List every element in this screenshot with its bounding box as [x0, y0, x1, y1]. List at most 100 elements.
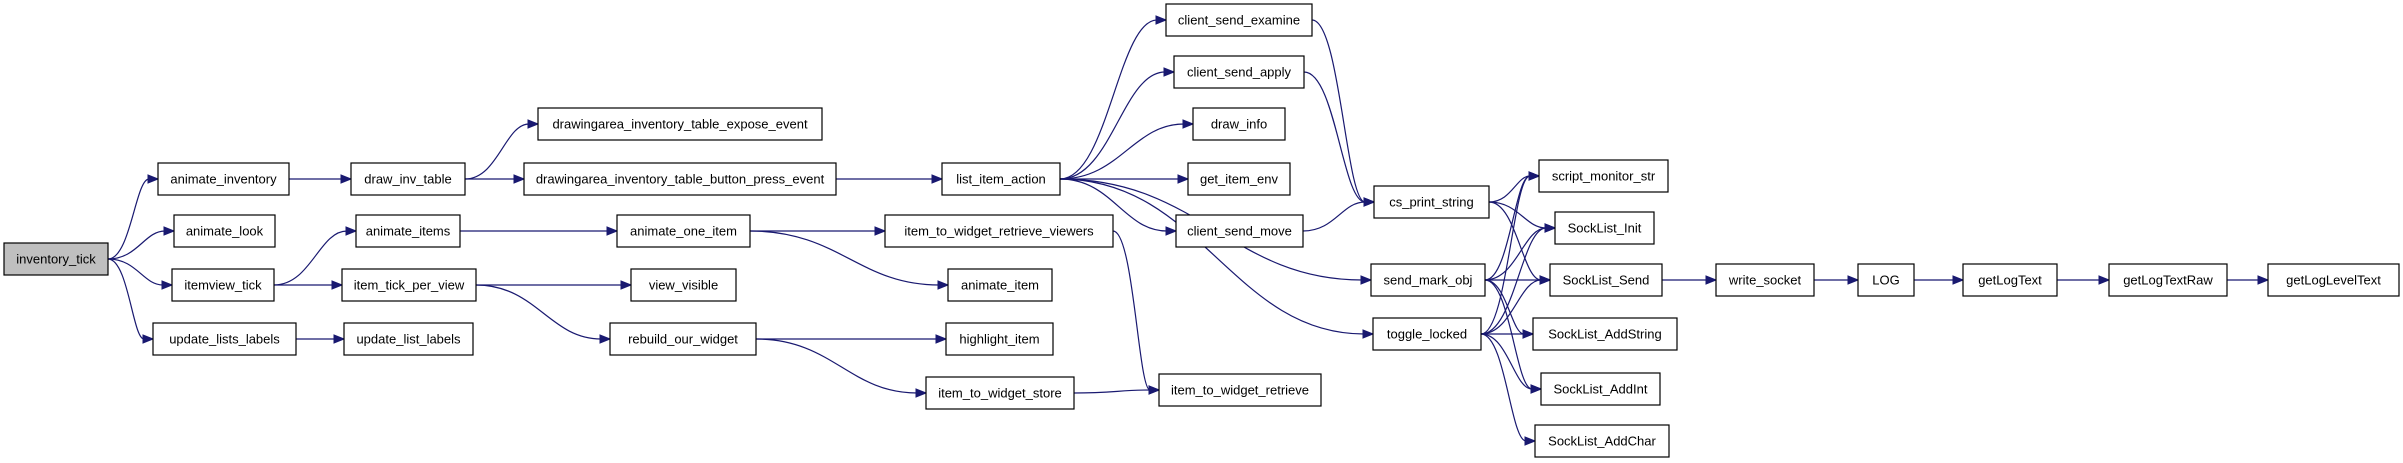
node-item-tick-per-view[interactable]: item_tick_per_view [341, 268, 477, 302]
node-view-visible[interactable]: view_visible [630, 268, 737, 302]
edge-inventory-tick-to-update-lists-labels [107, 258, 155, 344]
node-label: update_lists_labels [169, 332, 280, 347]
node-box [3, 242, 109, 276]
node-box [1715, 263, 1815, 297]
node-label: draw_inv_table [364, 172, 451, 187]
node-box [616, 214, 751, 248]
node-inventory-tick[interactable]: inventory_tick [3, 242, 109, 276]
node-label: highlight_item [959, 332, 1039, 347]
node-box [152, 322, 297, 356]
node-label: script_monitor_str [1552, 169, 1656, 184]
node-getlogleveltext[interactable]: getLogLevelText [2267, 263, 2400, 297]
node-expose-event[interactable]: drawingarea_inventory_table_expose_event [537, 107, 823, 141]
edge-button-press-event-to-list-item-action [836, 174, 944, 184]
node-list-item-action[interactable]: list_item_action [941, 162, 1061, 196]
node-label: itemview_tick [184, 278, 262, 293]
node-send-mark-obj[interactable]: send_mark_obj [1370, 263, 1486, 297]
node-animate-item[interactable]: animate_item [947, 268, 1053, 302]
node-write-socket[interactable]: write_socket [1715, 263, 1815, 297]
node-cs-print-string[interactable]: cs_print_string [1373, 185, 1490, 219]
node-box [350, 162, 466, 196]
arrowhead [915, 388, 928, 398]
node-label: view_visible [649, 278, 718, 293]
arrowhead [142, 334, 155, 344]
edge-draw-inv-table-to-button-press-event [465, 174, 526, 184]
node-get-item-env[interactable]: get_item_env [1187, 162, 1291, 196]
node-label: animate_item [961, 278, 1039, 293]
node-label: client_send_move [1187, 224, 1292, 239]
node-draw-inv-table[interactable]: draw_inv_table [350, 162, 466, 196]
node-box [925, 376, 1075, 410]
node-highlight-item[interactable]: highlight_item [945, 322, 1054, 356]
arrowhead [1155, 15, 1168, 25]
node-button-press-event[interactable]: drawingarea_inventory_table_button_press… [523, 162, 837, 196]
edge-retrieve-viewers-to-item-to-widget-retrieve [1112, 230, 1161, 395]
arrowhead [513, 174, 526, 184]
node-client-send-move[interactable]: client_send_move [1175, 214, 1304, 248]
node-box [1158, 373, 1322, 407]
arrowhead [163, 226, 176, 236]
arrowhead [937, 280, 950, 290]
node-animate-items[interactable]: animate_items [355, 214, 461, 248]
edge-itemview-tick-to-animate-items [273, 226, 358, 286]
node-box [171, 268, 275, 302]
node-item-to-widget-retrieve[interactable]: item_to_widget_retrieve [1158, 373, 1322, 407]
arrowhead [1847, 275, 1860, 285]
arrowhead [1148, 385, 1161, 395]
node-box [1538, 159, 1669, 193]
edge-toggle-locked-to-socklist-init [1480, 223, 1557, 335]
edge-list-item-action-to-client-send-examine [1059, 15, 1168, 180]
edge-item-tick-per-view-to-rebuild-our-widget [475, 284, 612, 344]
node-update-lists-labels[interactable]: update_lists_labels [152, 322, 297, 356]
node-socklist-addchar[interactable]: SockList_AddChar [1534, 424, 1670, 458]
edge-animate-items-to-animate-one-item [460, 226, 619, 236]
edge-item-tick-per-view-to-view-visible [476, 280, 633, 290]
node-label: SockList_AddString [1548, 327, 1661, 342]
arrowhead [606, 226, 619, 236]
node-animate-one-item[interactable]: animate_one_item [616, 214, 751, 248]
node-label: update_list_labels [356, 332, 461, 347]
node-label: cs_print_string [1389, 195, 1474, 210]
node-box [1372, 317, 1482, 351]
node-getlogtext[interactable]: getLogText [1962, 263, 2058, 297]
node-rebuild-our-widget[interactable]: rebuild_our_widget [609, 322, 757, 356]
node-socklist-send[interactable]: SockList_Send [1549, 263, 1663, 297]
node-draw-info[interactable]: draw_info [1192, 107, 1286, 141]
node-socklist-addint[interactable]: SockList_AddInt [1540, 372, 1661, 406]
node-toggle-locked[interactable]: toggle_locked [1372, 317, 1482, 351]
node-box [157, 162, 290, 196]
node-retrieve-viewers[interactable]: item_to_widget_retrieve_viewers [884, 214, 1114, 248]
edge-animate-one-item-to-retrieve-viewers [750, 226, 887, 236]
edge-inventory-tick-to-animate-inventory [107, 174, 160, 260]
node-item-to-widget-store[interactable]: item_to_widget_store [925, 376, 1075, 410]
arrowhead [1544, 223, 1557, 233]
node-client-send-examine[interactable]: client_send_examine [1165, 3, 1313, 37]
node-box [941, 162, 1061, 196]
edge-inventory-tick-to-itemview-tick [107, 258, 174, 290]
node-itemview-tick[interactable]: itemview_tick [171, 268, 275, 302]
node-update-list-labels[interactable]: update_list_labels [343, 322, 474, 356]
node-script-monitor-str[interactable]: script_monitor_str [1538, 159, 1669, 193]
edge-list-item-action-to-draw-info [1059, 119, 1195, 180]
node-client-send-apply[interactable]: client_send_apply [1173, 55, 1305, 89]
nodes-layer: inventory_tick animate_inventory animate_l… [3, 3, 2400, 458]
node-label: get_item_env [1200, 172, 1279, 187]
node-label: item_to_widget_retrieve_viewers [904, 224, 1094, 239]
node-getlogtextraw[interactable]: getLogTextRaw [2108, 263, 2228, 297]
node-log[interactable]: LOG [1857, 263, 1915, 297]
node-animate-inventory[interactable]: animate_inventory [157, 162, 290, 196]
node-box [609, 322, 757, 356]
node-socklist-addstring[interactable]: SockList_AddString [1532, 317, 1678, 351]
node-box [2267, 263, 2400, 297]
node-box [1857, 263, 1915, 297]
node-socklist-init[interactable]: SockList_Init [1554, 211, 1655, 245]
node-box [355, 214, 461, 248]
arrowhead [2098, 275, 2111, 285]
node-label: SockList_AddChar [1548, 434, 1656, 449]
node-animate-look[interactable]: animate_look [173, 214, 276, 248]
node-box [173, 214, 276, 248]
arrowhead [340, 174, 353, 184]
node-label: inventory_tick [16, 252, 96, 267]
edge-list-item-action-to-client-send-move [1059, 178, 1178, 236]
